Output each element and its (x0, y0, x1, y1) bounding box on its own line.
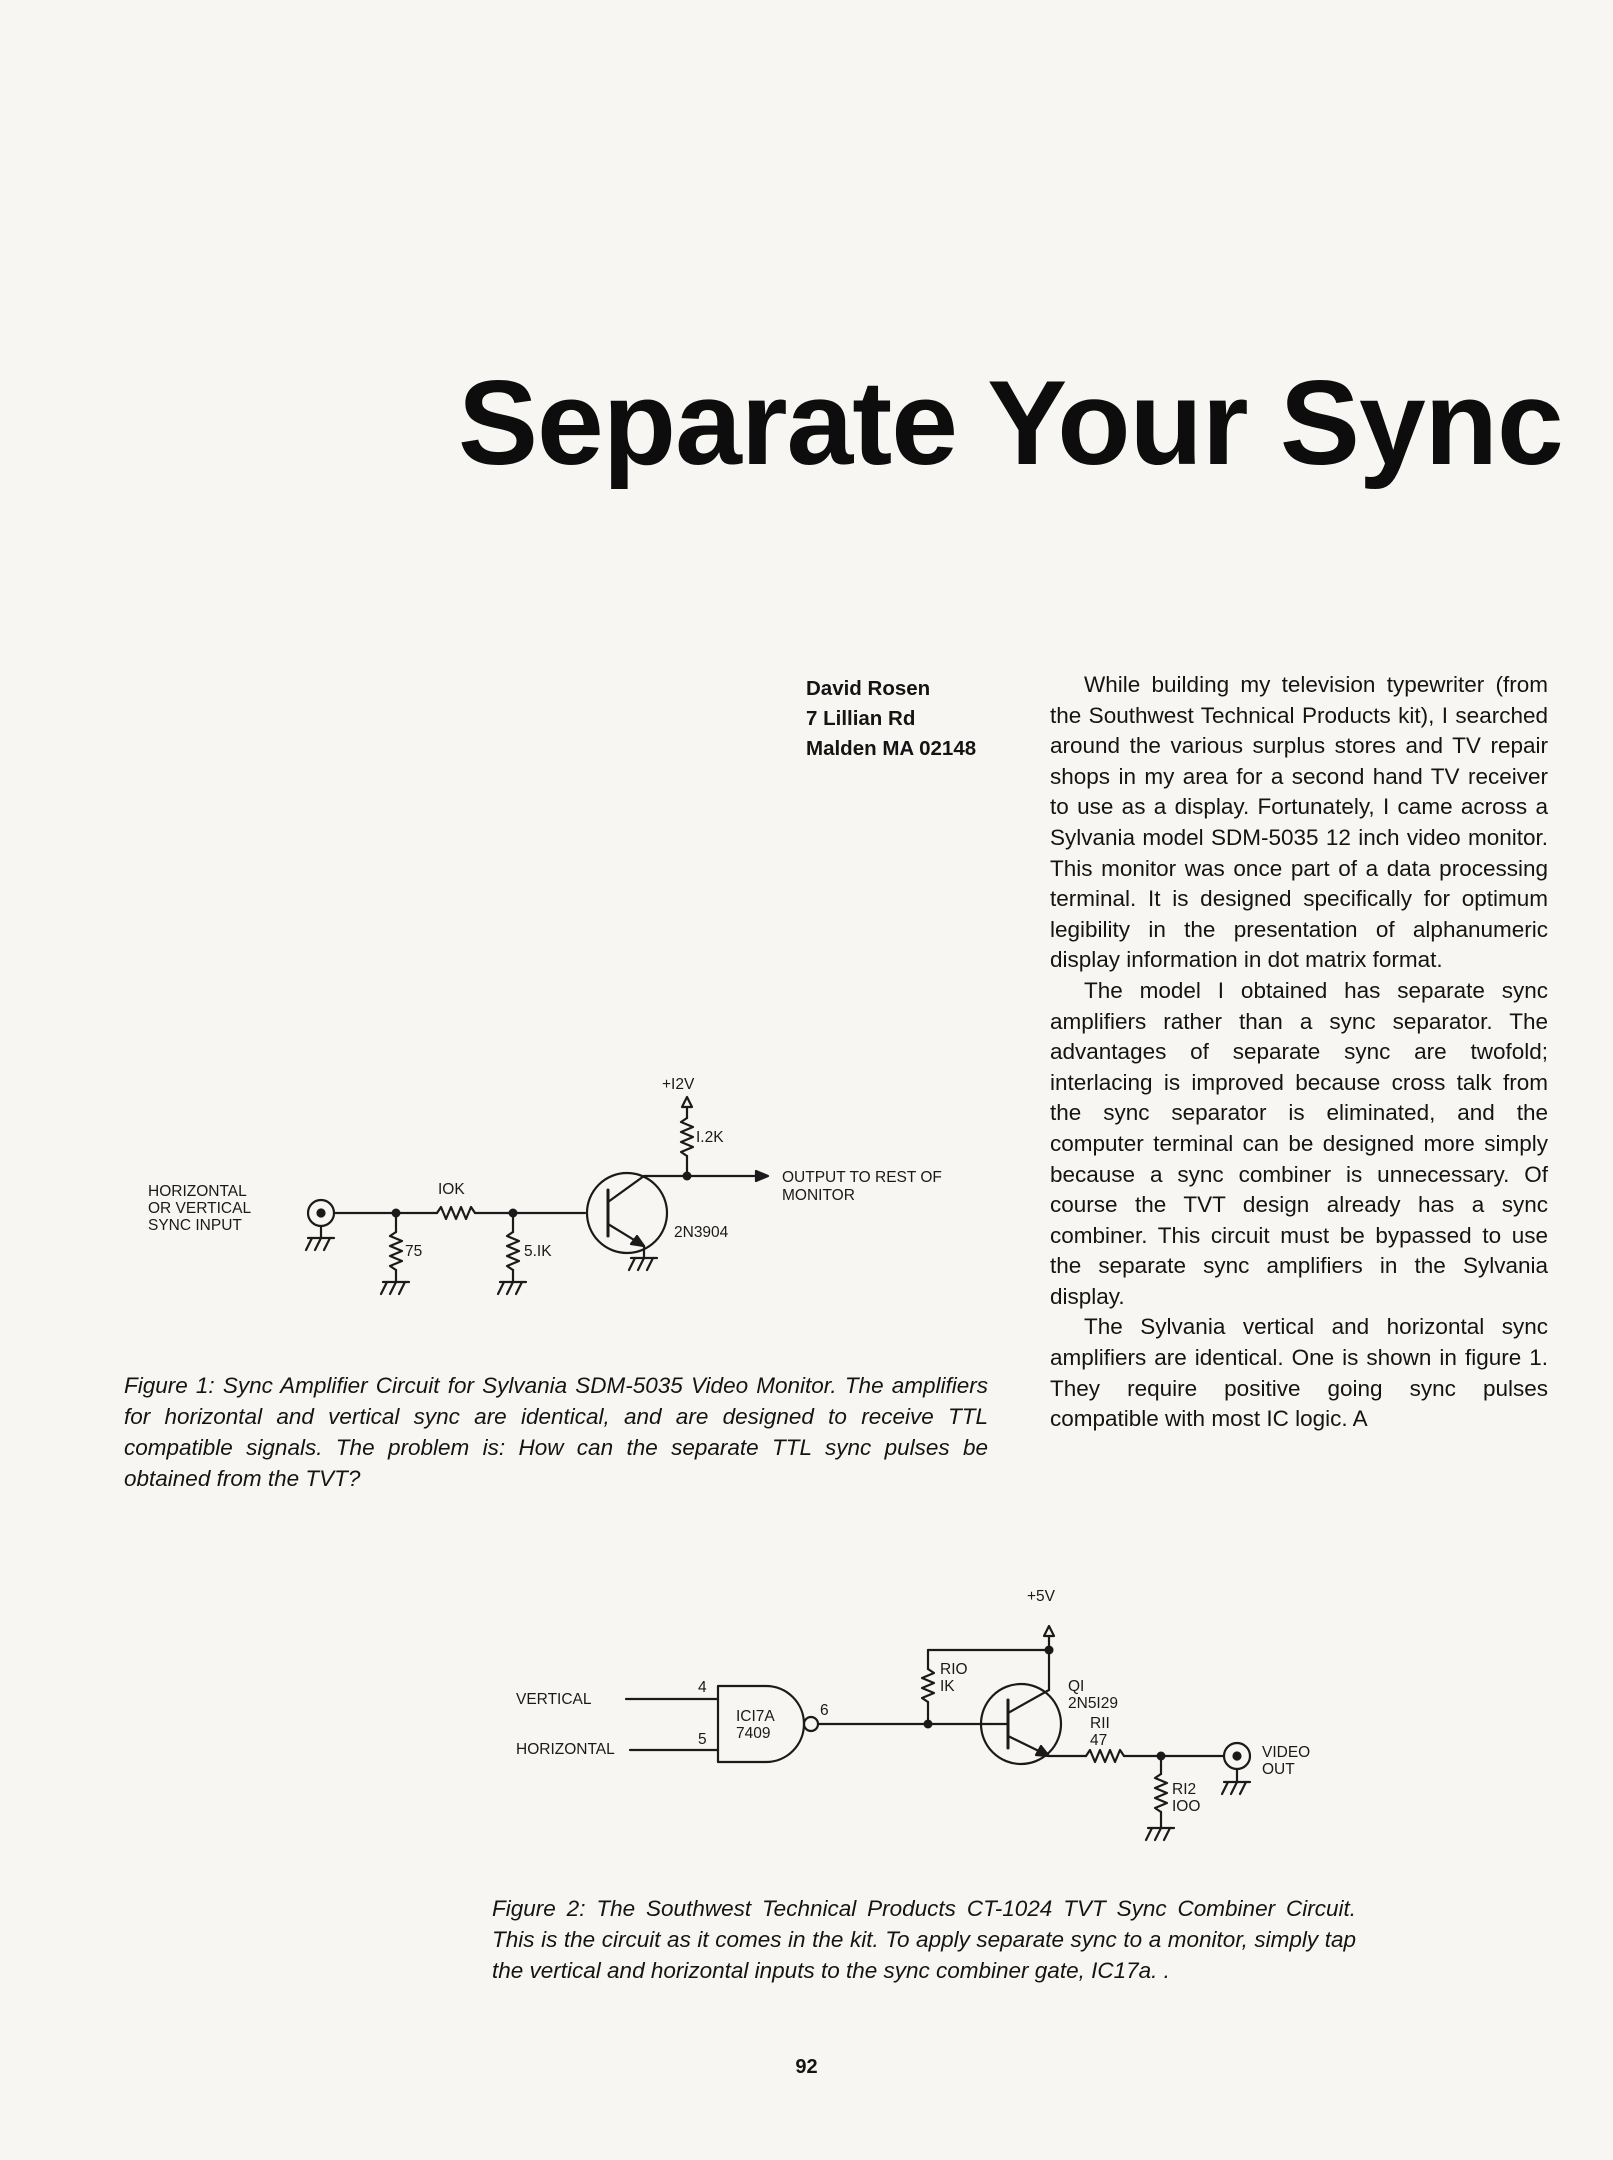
fig1-input-label-1: HORIZONTAL (148, 1183, 247, 1200)
fig2-r10-label-1: RIO (940, 1661, 968, 1678)
author-block: David Rosen 7 Lillian Rd Malden MA 02148 (806, 674, 1016, 764)
transistor-2n3904-icon (585, 1171, 669, 1255)
fig2-video-label-2: OUT (1262, 1761, 1295, 1778)
fig1-output-label-2: MONITOR (782, 1187, 855, 1204)
fig2-gate-label-2: 7409 (736, 1725, 770, 1742)
fig1-r10k-label: IOK (438, 1181, 465, 1198)
transistor-q1-icon (979, 1682, 1063, 1766)
fig1-input-label-2: OR VERTICAL (148, 1200, 251, 1217)
figure-2-schematic: VERTICAL HORIZONTAL 4 5 6 ICI7A 7409 +5V… (516, 1588, 1310, 1842)
fig2-pin4-label: 4 (698, 1679, 707, 1696)
fig1-r1k2-label: I.2K (696, 1129, 724, 1146)
figure-1-schematic: HORIZONTAL OR VERTICAL SYNC INPUT IOK 75… (148, 1076, 942, 1296)
fig1-r75-label: 75 (405, 1243, 422, 1260)
fig2-pin6-label: 6 (820, 1702, 829, 1719)
fig1-r5k1-label: 5.IK (524, 1243, 552, 1260)
fig2-horizontal-label: HORIZONTAL (516, 1741, 615, 1758)
body-paragraph-2: The model I obtained has separate sync a… (1050, 977, 1548, 1309)
body-paragraph-3: The Sylvania vertical and horizontal syn… (1050, 1314, 1548, 1432)
page-number: 92 (795, 2056, 818, 2078)
fig2-r11-label-1: RII (1090, 1715, 1110, 1732)
fig2-q1-label-1: QI (1068, 1678, 1084, 1695)
fig2-r12-label-2: IOO (1172, 1798, 1200, 1815)
author-name: David Rosen (806, 677, 931, 700)
fig1-supply-label: +I2V (662, 1076, 695, 1093)
body-paragraph-1: While building my television typewriter … (1050, 672, 1548, 973)
body-text: While building my television typewriter … (1050, 670, 1548, 1435)
author-city: Malden MA 02148 (806, 737, 977, 760)
article-title: Separate Your Sync (458, 356, 1564, 490)
fig2-r11-label-2: 47 (1090, 1732, 1107, 1749)
fig2-r10-label-2: IK (940, 1678, 955, 1695)
figure-1-caption: Figure 1: Sync Amplifier Circuit for Syl… (124, 1373, 988, 1491)
fig2-vertical-label: VERTICAL (516, 1691, 592, 1708)
figure-2-caption: Figure 2: The Southwest Technical Produc… (492, 1896, 1356, 1983)
fig2-video-label-1: VIDEO (1262, 1744, 1310, 1761)
fig2-pin5-label: 5 (698, 1731, 707, 1748)
fig1-transistor-label: 2N3904 (674, 1224, 729, 1241)
fig2-q1-label-2: 2N5I29 (1068, 1695, 1118, 1712)
author-street: 7 Lillian Rd (806, 707, 916, 730)
fig2-r12-label-1: RI2 (1172, 1781, 1196, 1798)
fig2-gate-label-1: ICI7A (736, 1708, 775, 1725)
fig2-supply-label: +5V (1027, 1588, 1056, 1605)
fig1-input-label-3: SYNC INPUT (148, 1217, 242, 1234)
fig1-output-label-1: OUTPUT TO REST OF (782, 1169, 942, 1186)
